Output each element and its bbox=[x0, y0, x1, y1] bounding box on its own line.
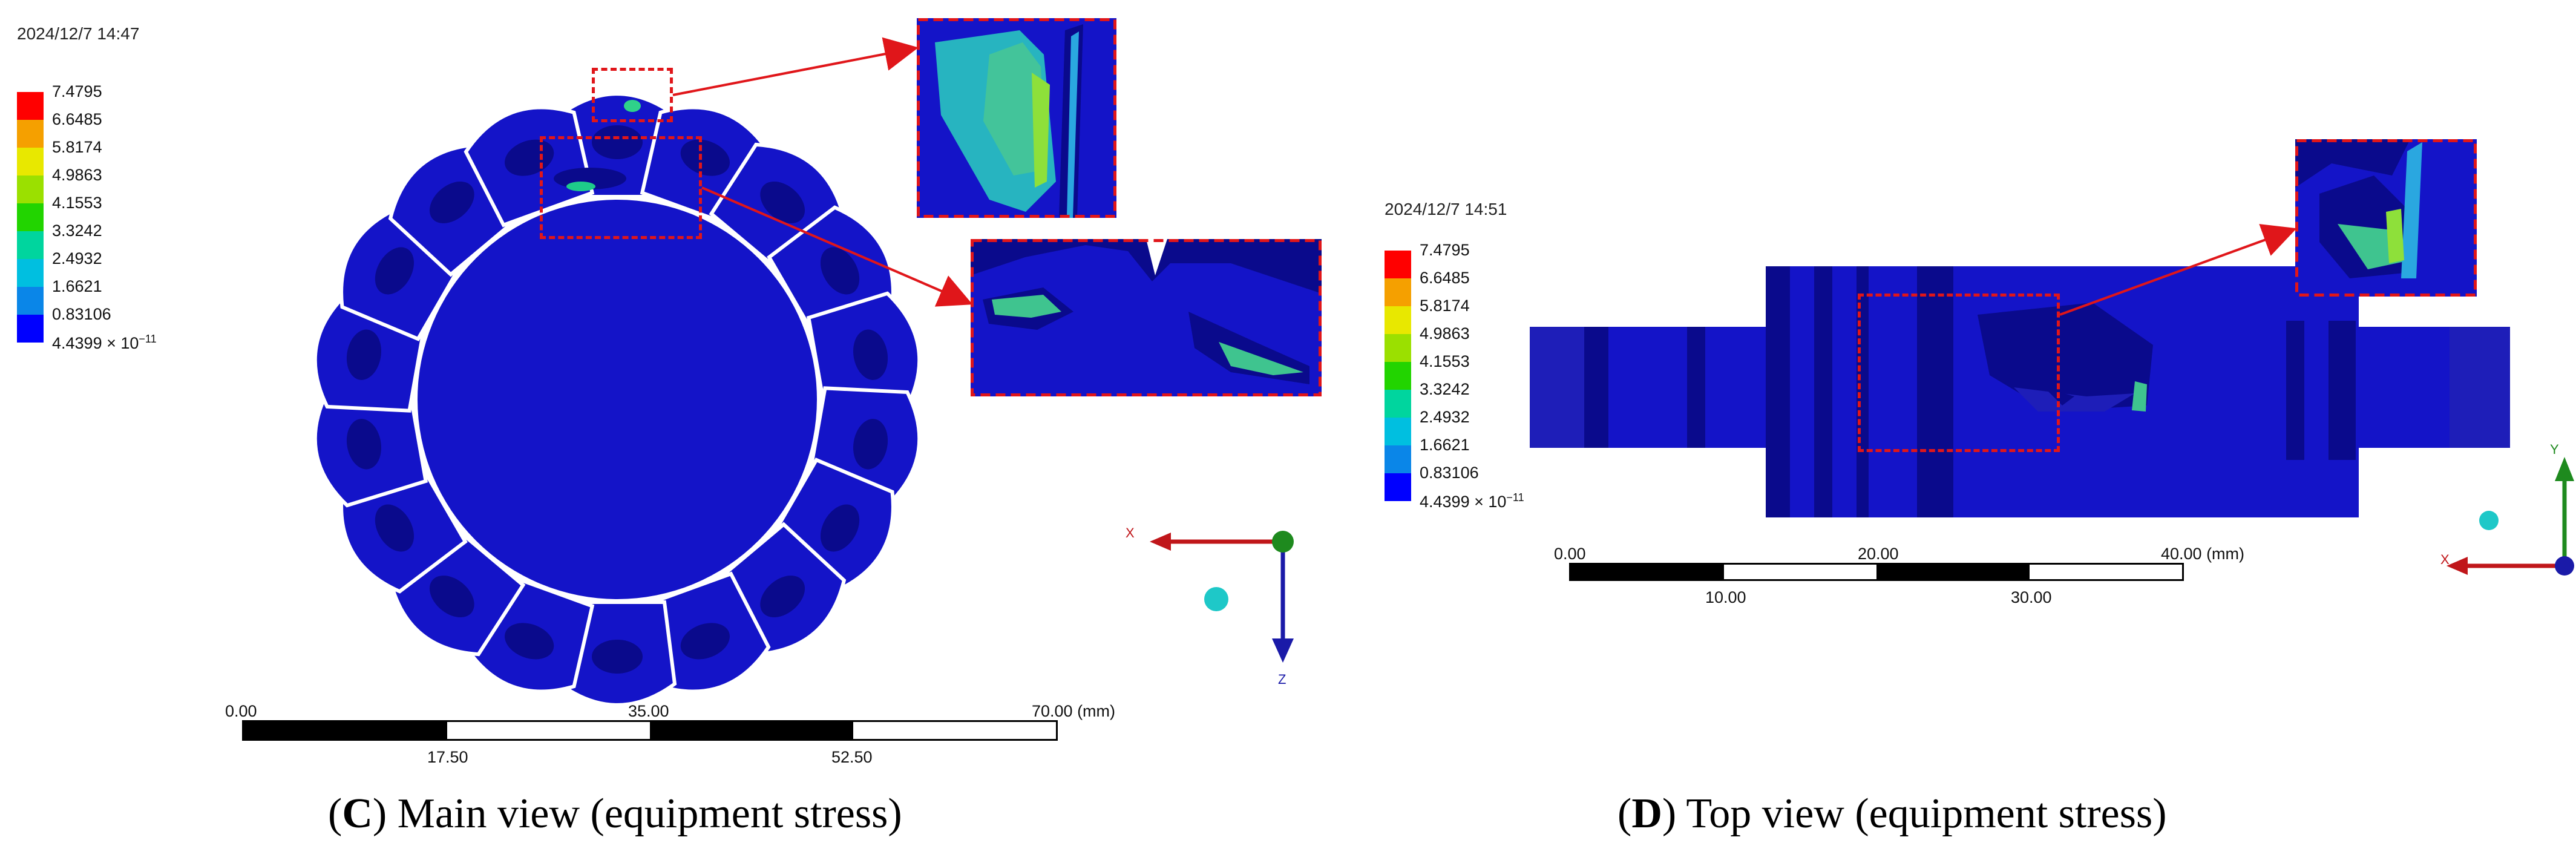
legend-value: 1.6621 bbox=[52, 277, 102, 295]
legend-swatch bbox=[1385, 362, 1411, 390]
zoom-inset-bottom bbox=[971, 239, 1322, 396]
ring-stator-model bbox=[313, 92, 922, 707]
axis-x-label: X bbox=[1126, 525, 1135, 540]
coordinate-triad bbox=[2447, 457, 2574, 576]
legend-swatch bbox=[17, 176, 44, 203]
actuator-top-view-model bbox=[1530, 266, 2510, 517]
zoom-inset-top bbox=[917, 18, 1116, 218]
scale-bar bbox=[1569, 563, 2184, 581]
legend-value: 1.6621 bbox=[1420, 436, 1470, 454]
legend-swatch bbox=[1385, 473, 1411, 501]
scale-bar bbox=[242, 720, 1058, 741]
panel-main-view: 2024/12/7 14:47 7.4795 6.6485 5.8174 4.9… bbox=[17, 18, 1322, 837]
legend-swatch bbox=[17, 315, 44, 343]
stress-legend: 7.4795 6.6485 5.8174 4.9863 4.1553 3.324… bbox=[17, 79, 217, 357]
axis-x-label: X bbox=[2440, 552, 2450, 567]
ring-core bbox=[418, 200, 817, 599]
panel-top-view: 2024/12/7 14:51 7.4795 6.6485 5.8174 4.9… bbox=[1288, 0, 2576, 863]
scale-tick: 40.00 (mm) bbox=[2161, 545, 2245, 563]
legend-swatch bbox=[17, 203, 44, 231]
legend-value: 4.1553 bbox=[52, 194, 102, 212]
legend-value: 0.83106 bbox=[1420, 464, 1479, 482]
legend-value: 3.3242 bbox=[52, 221, 102, 240]
timestamp: 2024/12/7 14:51 bbox=[1385, 200, 1507, 218]
legend-swatch bbox=[1385, 390, 1411, 418]
timestamp: 2024/12/7 14:47 bbox=[17, 24, 140, 43]
scale-tick: 10.00 bbox=[1705, 588, 1746, 606]
scale-tick: 35.00 bbox=[628, 702, 669, 720]
callout-box-small bbox=[592, 68, 673, 122]
legend-swatch bbox=[17, 120, 44, 148]
scale-tick: 17.50 bbox=[427, 748, 468, 766]
legend-value: 5.8174 bbox=[52, 138, 102, 156]
legend-value: 6.6485 bbox=[1420, 269, 1470, 287]
legend-value: 3.3242 bbox=[1420, 380, 1470, 398]
panel-caption: (C) Main view (equipment stress) bbox=[328, 790, 902, 837]
legend-value: 4.9863 bbox=[52, 166, 102, 184]
legend-value: 7.4795 bbox=[52, 82, 102, 100]
coordinate-triad bbox=[1150, 531, 1294, 663]
legend-value: 2.4932 bbox=[52, 249, 102, 267]
stress-hotspot bbox=[566, 182, 595, 191]
legend-swatch bbox=[1385, 306, 1411, 334]
callout-arrows bbox=[2059, 224, 2297, 316]
legend-swatch bbox=[17, 231, 44, 259]
scale-tick: 52.50 bbox=[831, 748, 873, 766]
legend-swatch bbox=[1385, 445, 1411, 473]
legend-value: 5.8174 bbox=[1420, 297, 1470, 315]
legend-min-value: 4.4399 × 10−11 bbox=[1420, 491, 1524, 511]
axis-z-label: Z bbox=[1278, 672, 1286, 687]
legend-swatch bbox=[17, 92, 44, 120]
callout-box-large bbox=[540, 136, 702, 239]
legend-value: 6.6485 bbox=[52, 110, 102, 128]
zoom-inset bbox=[2295, 139, 2477, 297]
scale-tick: 30.00 bbox=[2011, 588, 2052, 606]
legend-value: 0.83106 bbox=[52, 305, 111, 323]
legend-value: 4.9863 bbox=[1420, 324, 1470, 343]
panel-caption: (D) Top view (equipment stress) bbox=[1617, 790, 2167, 837]
scale-tick: 0.00 bbox=[225, 702, 257, 720]
legend-value: 4.1553 bbox=[1420, 352, 1470, 370]
legend-value: 7.4795 bbox=[1420, 241, 1470, 259]
legend-swatch bbox=[1385, 278, 1411, 306]
legend-swatch bbox=[1385, 418, 1411, 445]
legend-value: 2.4932 bbox=[1420, 408, 1470, 426]
stress-legend: 7.4795 6.6485 5.8174 4.9863 4.1553 3.324… bbox=[1385, 237, 1584, 516]
legend-swatch bbox=[17, 287, 44, 315]
stress-hotspot bbox=[624, 100, 641, 112]
legend-swatch bbox=[17, 259, 44, 287]
legend-swatch bbox=[1385, 334, 1411, 362]
ring-petal bbox=[806, 291, 922, 413]
scale-tick: 70.00 (mm) bbox=[1032, 702, 1116, 720]
callout-box bbox=[1858, 294, 2060, 452]
scale-tick: 0.00 bbox=[1554, 545, 1586, 563]
legend-swatch bbox=[1385, 251, 1411, 278]
callout-arrows bbox=[672, 37, 973, 307]
legend-swatch bbox=[17, 148, 44, 176]
legend-min-value: 4.4399 × 10−11 bbox=[52, 333, 157, 352]
scale-tick: 20.00 bbox=[1858, 545, 1899, 563]
axis-y-label: Y bbox=[2550, 442, 2559, 457]
